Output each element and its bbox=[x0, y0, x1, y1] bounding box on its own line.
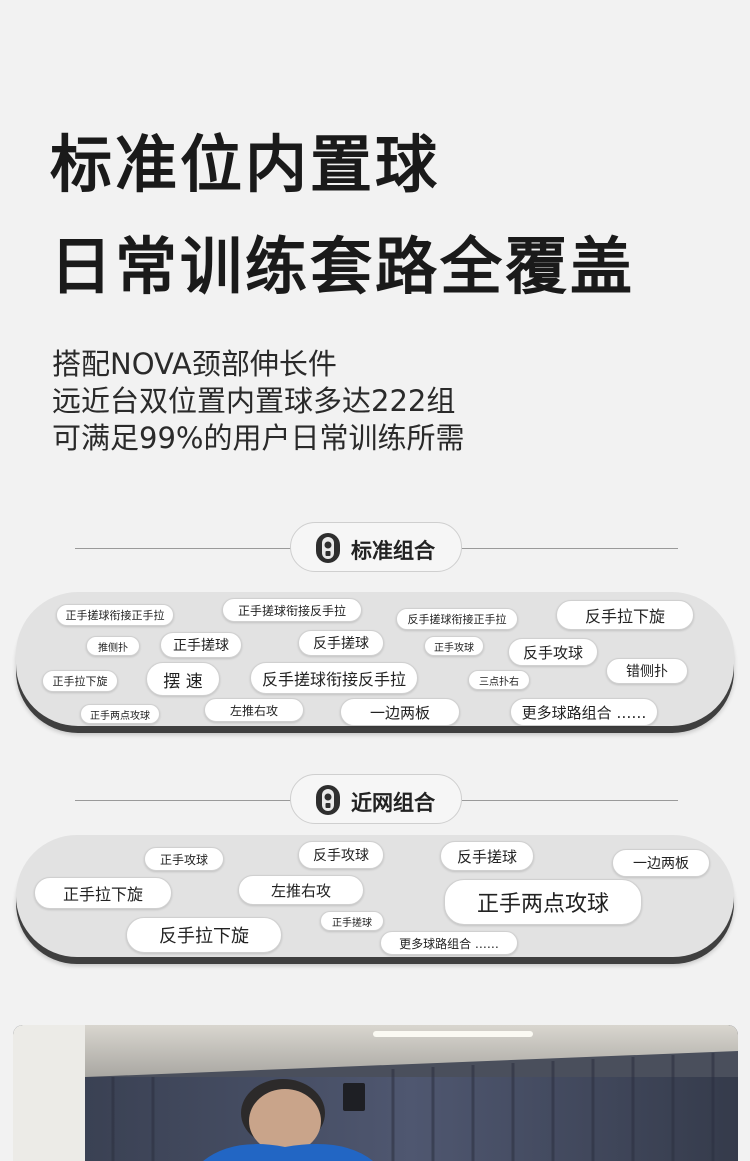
headline-line-2: 日常训练套路全覆盖 bbox=[50, 230, 636, 303]
combo-chip[interactable]: 正手拉下旋 bbox=[34, 877, 172, 909]
description-line-1: 搭配NOVA颈部伸长件 bbox=[52, 347, 337, 381]
training-scene-image bbox=[13, 1025, 738, 1161]
combo-chip[interactable]: 反手搓球 bbox=[440, 841, 534, 871]
combo-chip[interactable]: 三点扑右 bbox=[468, 670, 530, 690]
combo-panel-near-net: 正手攻球 反手攻球 反手搓球 一边两板 正手拉下旋 左推右攻 正手两点攻球 正手… bbox=[16, 835, 734, 957]
combo-chip[interactable]: 反手拉下旋 bbox=[126, 917, 282, 953]
divider-line bbox=[75, 548, 291, 549]
combo-chip[interactable]: 摆 速 bbox=[146, 662, 220, 696]
combo-chip[interactable]: 一边两板 bbox=[612, 849, 710, 877]
more-combos-chip[interactable]: 更多球路组合 …… bbox=[510, 698, 658, 726]
more-combos-chip[interactable]: 更多球路组合 …… bbox=[380, 931, 518, 955]
headline-line-1: 标准位内置球 bbox=[50, 128, 441, 201]
combo-chip[interactable]: 正手攻球 bbox=[424, 636, 484, 656]
combo-chip[interactable]: 左推右攻 bbox=[204, 698, 304, 722]
training-photo bbox=[13, 1025, 738, 1161]
section-title: 近网组合 bbox=[351, 791, 435, 815]
combo-chip[interactable]: 错侧扑 bbox=[606, 658, 688, 684]
divider-line bbox=[462, 548, 678, 549]
description: 搭配NOVA颈部伸长件 远近台双位置内置球多达222组 可满足99%的用户日常训… bbox=[52, 346, 464, 457]
section-title-pill: 近网组合 bbox=[290, 774, 462, 824]
section-header-near-net: 近网组合 bbox=[0, 774, 750, 826]
combo-chip[interactable]: 反手搓球衔接反手拉 bbox=[250, 662, 418, 694]
combo-chip[interactable]: 一边两板 bbox=[340, 698, 460, 726]
combo-chip[interactable]: 反手攻球 bbox=[508, 638, 598, 666]
combo-chip[interactable]: 正手拉下旋 bbox=[42, 670, 118, 692]
combo-chip[interactable]: 正手搓球 bbox=[160, 632, 242, 658]
combo-chip[interactable]: 正手两点攻球 bbox=[444, 879, 642, 925]
robot-device-icon bbox=[316, 533, 340, 563]
combo-chip[interactable]: 反手搓球衔接正手拉 bbox=[396, 608, 518, 630]
combo-chip[interactable]: 正手攻球 bbox=[144, 847, 224, 871]
combo-chip[interactable]: 正手搓球衔接反手拉 bbox=[222, 598, 362, 622]
combo-panel-standard: 正手搓球衔接正手拉 正手搓球衔接反手拉 反手搓球衔接正手拉 反手拉下旋 推侧扑 … bbox=[16, 592, 734, 726]
combo-chip[interactable]: 正手两点攻球 bbox=[80, 704, 160, 724]
combo-chip[interactable]: 正手搓球衔接正手拉 bbox=[56, 604, 174, 626]
combo-chip[interactable]: 左推右攻 bbox=[238, 875, 364, 905]
section-header-standard: 标准组合 bbox=[0, 522, 750, 574]
combo-chip[interactable]: 反手拉下旋 bbox=[556, 600, 694, 630]
combo-chip[interactable]: 反手攻球 bbox=[298, 841, 384, 869]
section-title: 标准组合 bbox=[351, 539, 435, 563]
robot-device-icon bbox=[316, 785, 340, 815]
divider-line bbox=[75, 800, 291, 801]
combo-chip[interactable]: 推侧扑 bbox=[86, 636, 140, 656]
combo-chip[interactable]: 正手搓球 bbox=[320, 911, 384, 931]
section-title-pill: 标准组合 bbox=[290, 522, 462, 572]
combo-chip[interactable]: 反手搓球 bbox=[298, 630, 384, 656]
divider-line bbox=[462, 800, 678, 801]
description-line-3: 可满足99%的用户日常训练所需 bbox=[52, 421, 465, 455]
description-line-2: 远近台双位置内置球多达222组 bbox=[52, 384, 456, 418]
